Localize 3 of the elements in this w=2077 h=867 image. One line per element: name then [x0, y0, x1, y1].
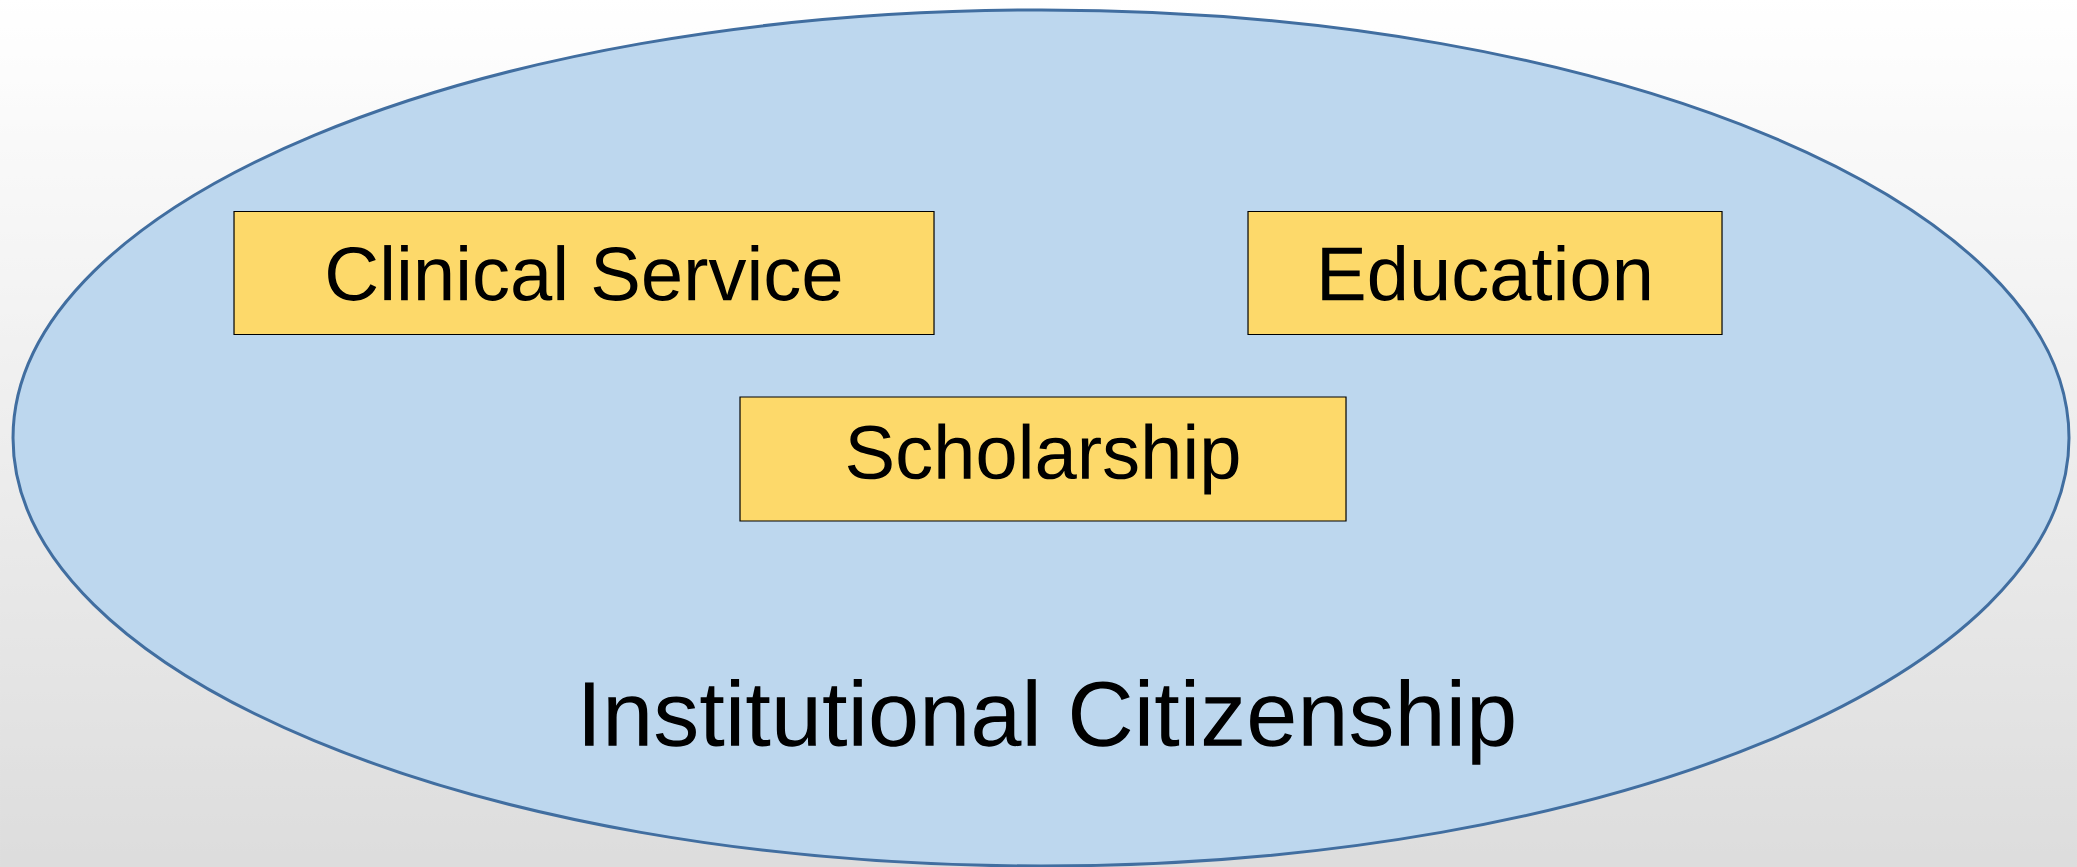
label-box: Clinical Service — [233, 210, 935, 336]
label-box: Education — [1247, 210, 1723, 336]
label-box: Scholarship — [739, 396, 1347, 522]
